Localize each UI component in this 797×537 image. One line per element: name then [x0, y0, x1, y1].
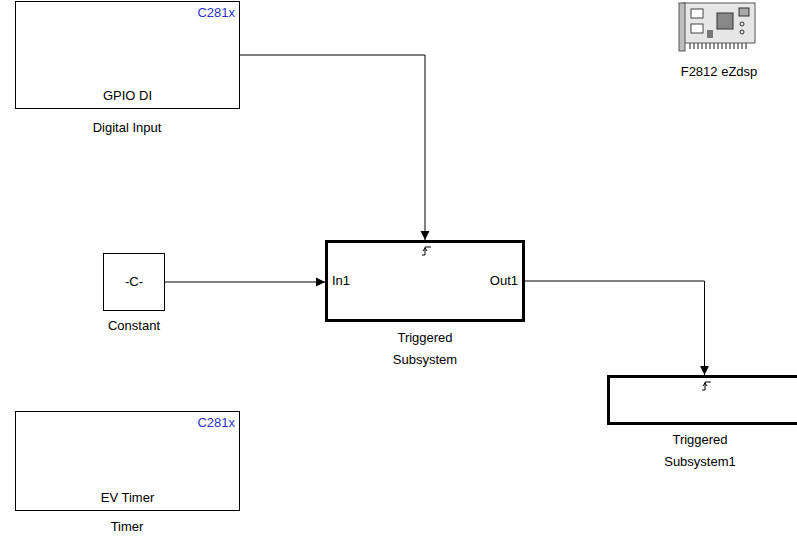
- block-outline: [607, 375, 797, 425]
- ezdsp-card-icon: [679, 3, 755, 51]
- block-label: Timer: [37, 519, 217, 535]
- board-label: C281x: [197, 5, 235, 21]
- signal-line: [240, 55, 430, 240]
- block-label: Triggered Subsystem: [380, 327, 470, 371]
- block: C281xGPIO DIDigital Input: [15, 1, 240, 109]
- port-label: In1: [332, 273, 350, 289]
- board-label: F2812 eZdsp: [664, 64, 774, 80]
- board-label: C281x: [197, 415, 235, 431]
- trigger-symbol: [701, 380, 713, 392]
- constant-value: -C-: [125, 274, 143, 290]
- signal-line: [525, 281, 709, 375]
- block-label: Constant: [84, 318, 184, 334]
- trigger-symbol: [421, 245, 433, 257]
- block-name: GPIO DI: [103, 88, 152, 104]
- block-label: Triggered Subsystem1: [655, 429, 745, 473]
- block-label: Digital Input: [37, 120, 217, 136]
- block: C281xEV TimerTimer: [15, 411, 240, 511]
- block: F2812 eZdsp: [679, 2, 759, 54]
- block: -C-Constant: [103, 253, 165, 311]
- block-outline: [679, 2, 759, 54]
- block-name: EV Timer: [101, 490, 154, 506]
- block: In1Out1Triggered Subsystem: [325, 240, 525, 322]
- block: Triggered Subsystem1: [607, 375, 797, 425]
- signal-line: [165, 278, 325, 287]
- port-label: Out1: [490, 273, 518, 289]
